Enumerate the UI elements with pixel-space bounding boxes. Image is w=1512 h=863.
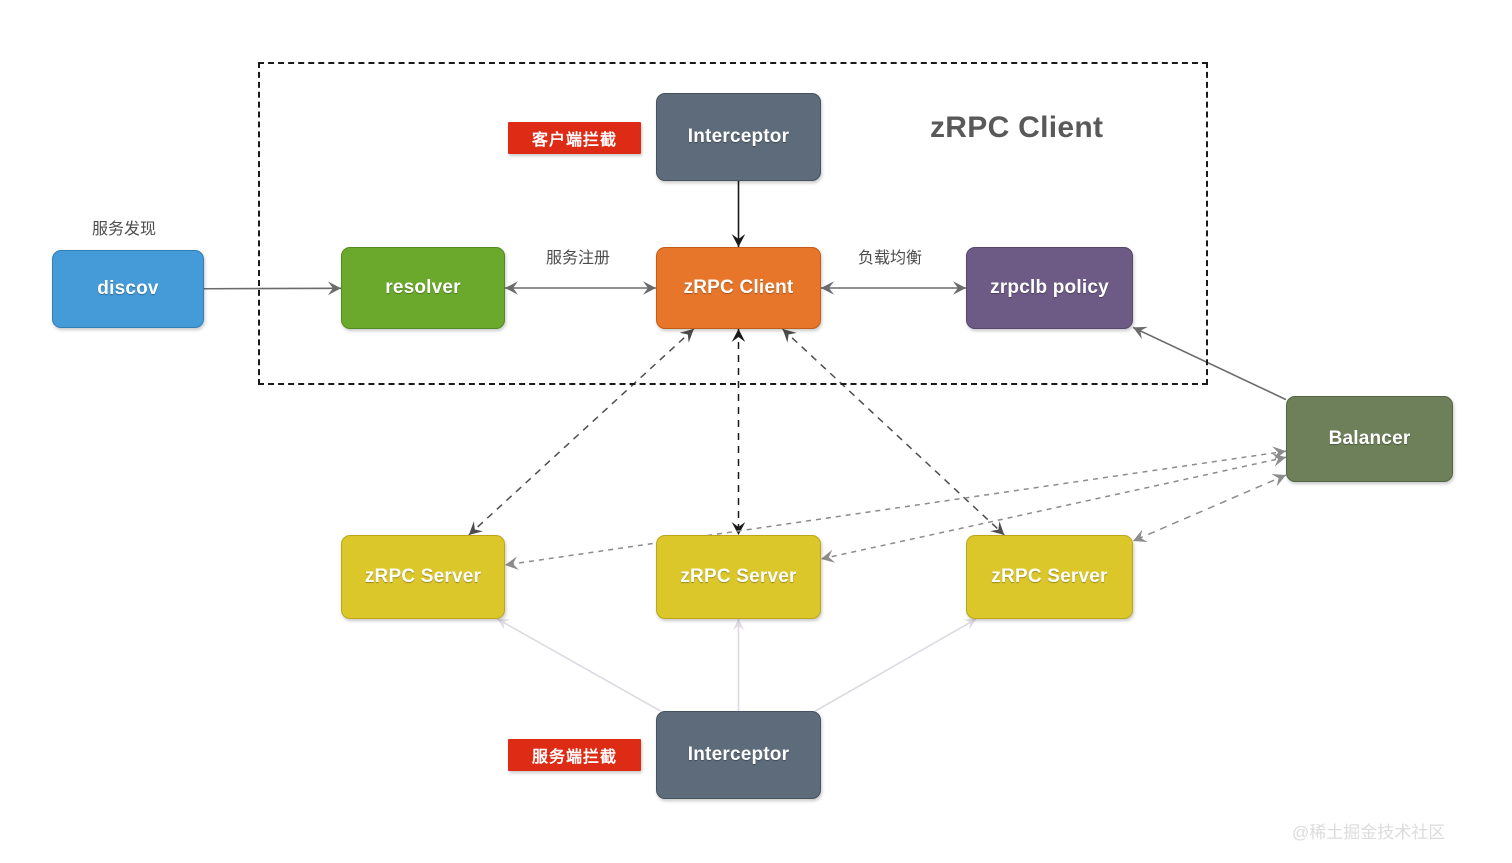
- node-zrpc-client[interactable]: zRPC Client: [656, 247, 821, 329]
- zrpc-client-group-box: [258, 62, 1208, 385]
- node-label: discov: [97, 278, 159, 299]
- node-label: zRPC Client: [683, 277, 794, 298]
- node-interceptor-client[interactable]: Interceptor: [656, 93, 821, 181]
- node-zrpc-server-3[interactable]: zRPC Server: [966, 535, 1133, 619]
- node-balancer[interactable]: Balancer: [1286, 396, 1453, 482]
- node-label: zrpclb policy: [990, 277, 1109, 298]
- tag-label: 客户端拦截: [531, 132, 617, 149]
- edge-label-service-discovery: 服务发现: [92, 221, 157, 238]
- node-label: Interceptor: [687, 744, 790, 765]
- tag-label: 服务端拦截: [531, 749, 617, 766]
- edge-balancer-to-zrpc-server-1: [504, 450, 1287, 566]
- edge-label-load-balance: 负载均衡: [858, 250, 923, 267]
- node-label: zRPC Server: [991, 566, 1108, 587]
- node-label: zRPC Server: [680, 566, 797, 587]
- watermark: @稀土掘金技术社区: [1292, 823, 1446, 842]
- node-resolver[interactable]: resolver: [341, 247, 505, 329]
- node-zrpc-server-2[interactable]: zRPC Server: [656, 535, 821, 619]
- tag-server-intercept: 服务端拦截: [508, 739, 641, 771]
- zrpc-client-group-title: zRPC Client: [930, 111, 1104, 144]
- node-discov[interactable]: discov: [52, 250, 204, 328]
- tag-client-intercept: 客户端拦截: [508, 122, 641, 154]
- edge-label-service-register: 服务注册: [546, 250, 611, 267]
- node-label: Interceptor: [687, 126, 790, 147]
- edge-interceptor-server-to-zrpc-server-3: [814, 618, 977, 712]
- node-zrpc-server-1[interactable]: zRPC Server: [341, 535, 505, 619]
- node-interceptor-server[interactable]: Interceptor: [656, 711, 821, 799]
- node-label: zRPC Server: [364, 566, 482, 587]
- node-zrpclb-policy[interactable]: zrpclb policy: [966, 247, 1133, 329]
- edge-interceptor-server-to-zrpc-server-1: [497, 618, 661, 712]
- node-label: Balancer: [1328, 428, 1411, 449]
- node-label: resolver: [385, 277, 461, 298]
- edge-balancer-to-zrpc-server-3: [1132, 474, 1287, 542]
